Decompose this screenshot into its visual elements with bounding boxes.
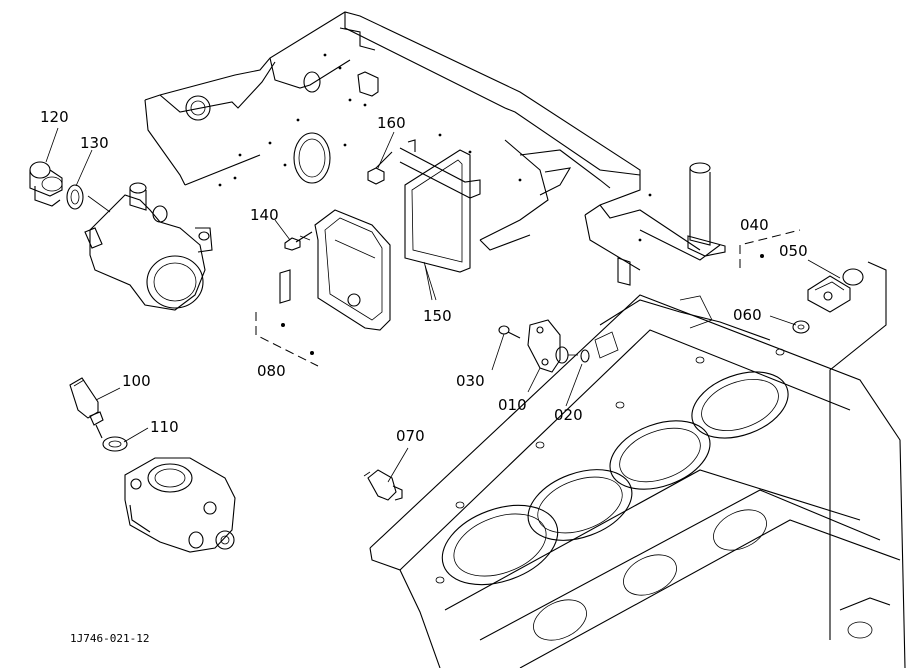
sensor-harness-line bbox=[829, 261, 887, 640]
part-080-controller-box bbox=[255, 209, 391, 367]
part-130-washer bbox=[66, 184, 84, 210]
thermostat-housing bbox=[84, 182, 213, 311]
drawing-number: 1J746-021-12 bbox=[70, 632, 149, 645]
callout-070: 070 bbox=[396, 427, 425, 445]
callout-080: 080 bbox=[257, 362, 286, 380]
callout-010: 010 bbox=[498, 396, 527, 414]
part-150-plate bbox=[399, 139, 481, 301]
callout-060: 060 bbox=[733, 306, 762, 324]
part-100-sensor bbox=[69, 377, 104, 439]
callout-030: 030 bbox=[456, 372, 485, 390]
part-040-group-bracket bbox=[739, 229, 801, 268]
engine-mount-frame bbox=[144, 11, 726, 286]
callout-100: 100 bbox=[122, 372, 151, 390]
cylinder-block bbox=[369, 294, 906, 668]
part-050-sensor bbox=[807, 268, 864, 313]
part-010-bracket bbox=[527, 319, 578, 373]
water-flange bbox=[124, 457, 236, 553]
callout-110: 110 bbox=[150, 418, 179, 436]
callout-120: 120 bbox=[40, 108, 69, 126]
part-140-screw bbox=[284, 231, 313, 251]
part-060-washer bbox=[792, 320, 810, 334]
callout-020: 020 bbox=[554, 406, 583, 424]
part-110-gasket bbox=[102, 436, 128, 452]
callout-050: 050 bbox=[779, 242, 808, 260]
part-160-bolt bbox=[367, 151, 393, 185]
callout-040: 040 bbox=[740, 216, 769, 234]
part-020-o-ring bbox=[580, 349, 590, 363]
callout-140: 140 bbox=[250, 206, 279, 224]
callout-150: 150 bbox=[423, 307, 452, 325]
callout-160: 160 bbox=[377, 114, 406, 132]
callout-130: 130 bbox=[80, 134, 109, 152]
part-070-sensor bbox=[363, 469, 403, 501]
part-030-bolt bbox=[498, 325, 521, 339]
part-120-plug bbox=[29, 161, 63, 207]
callout-labels: 120 130 140 160 150 080 100 110 030 010 … bbox=[40, 108, 808, 445]
leader-lines bbox=[45, 127, 841, 483]
